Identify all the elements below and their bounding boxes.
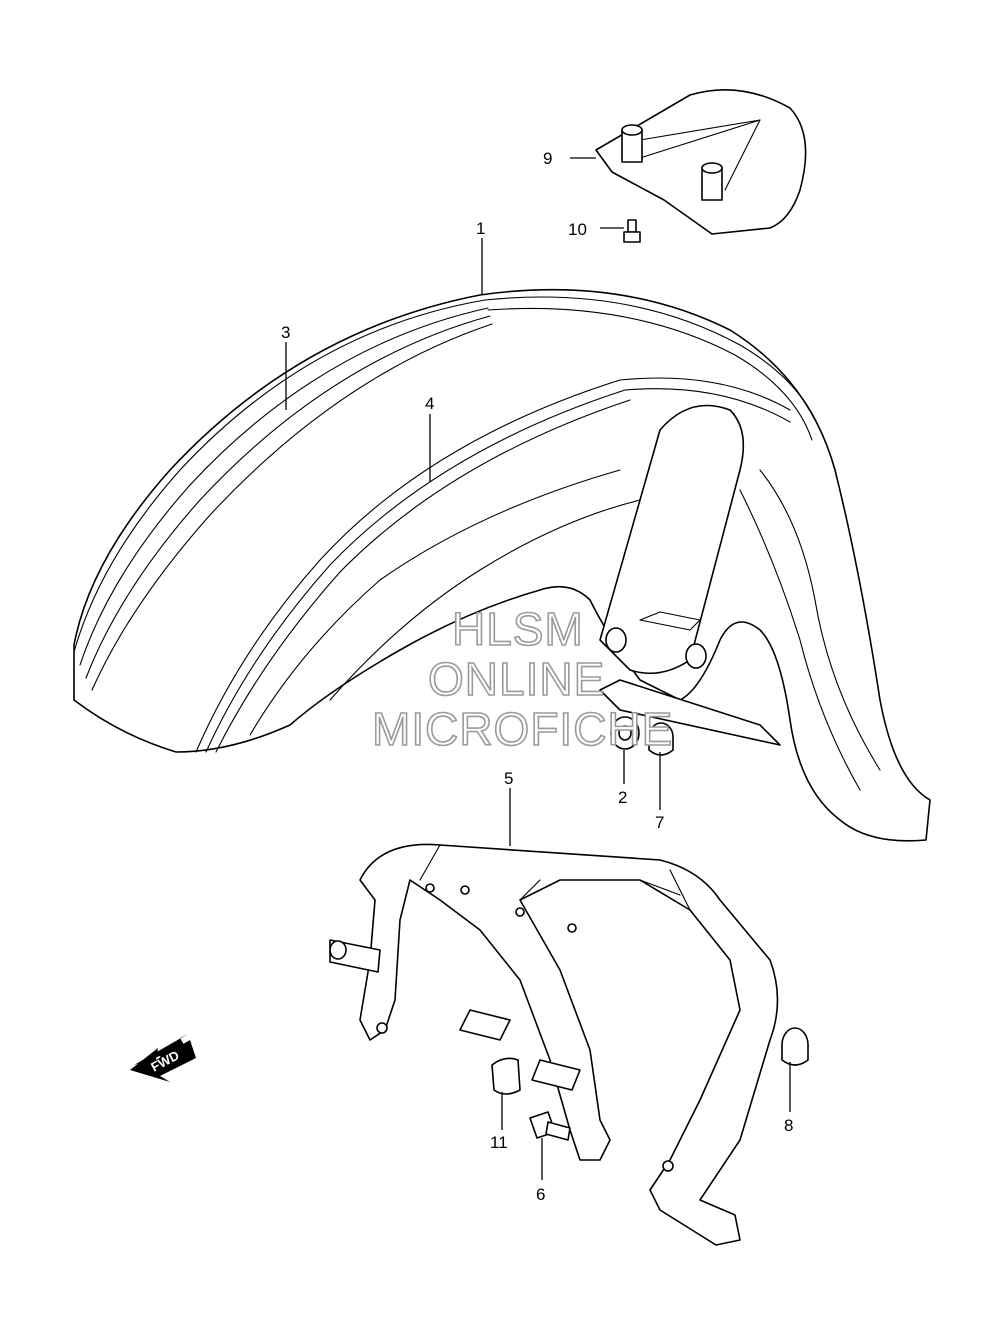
part-8-cap <box>781 1027 809 1066</box>
callout-5: 5 <box>504 769 513 788</box>
callout-11: 11 <box>490 1133 508 1152</box>
watermark-line-3: MICROFICHE <box>372 703 673 755</box>
watermark-line-2: ONLINE <box>428 653 605 705</box>
callout-9: 9 <box>543 149 552 168</box>
callout-1: 1 <box>476 219 485 238</box>
callout-2: 2 <box>618 788 627 807</box>
part-7-grommet <box>648 722 674 756</box>
callout-4: 4 <box>425 394 434 413</box>
callout-7: 7 <box>655 813 664 832</box>
callout-8: 8 <box>784 1116 793 1135</box>
part-1-front-fender <box>73 288 931 842</box>
callout-10: 10 <box>568 220 587 239</box>
callout-6: 6 <box>536 1185 545 1204</box>
part-5-fender-brace <box>329 843 779 1246</box>
part-2-washer <box>610 716 640 750</box>
callout-labels: 1 2 3 4 5 6 7 8 9 10 11 <box>281 149 793 1204</box>
fwd-arrow-icon: FWD <box>130 1034 196 1082</box>
part-9-mount-plate <box>595 88 807 235</box>
callout-3: 3 <box>281 323 290 342</box>
part-6-bolt <box>529 1111 571 1141</box>
watermark: HLSM ONLINE MICROFICHE <box>371 602 673 756</box>
watermark-line-1: HLSM <box>452 603 584 655</box>
part-11-cushion <box>491 1057 521 1095</box>
leader-lines <box>285 157 791 1180</box>
part-10-bolt <box>623 219 641 243</box>
